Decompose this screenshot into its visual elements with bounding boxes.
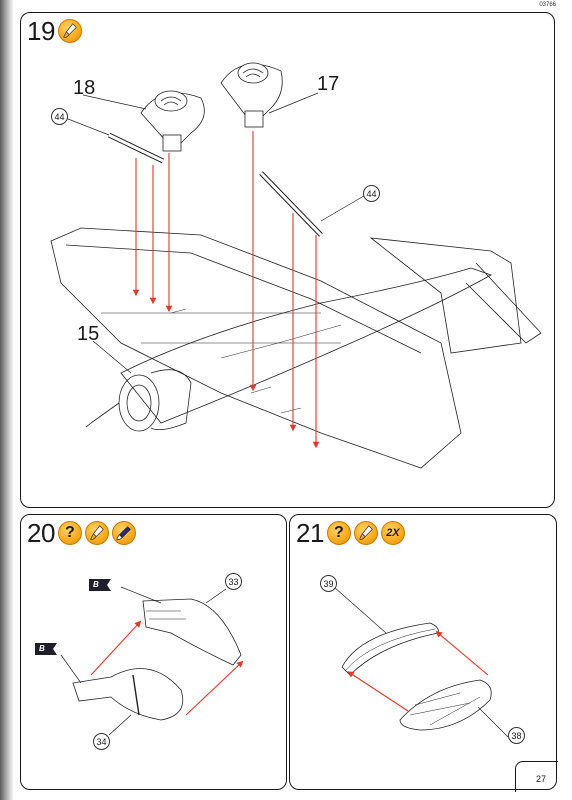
aircraft-outline (50, 227, 542, 469)
paint-brush-icon (84, 521, 109, 545)
part-callout-33: 33 (225, 573, 242, 590)
document-code: 03766 (539, 2, 556, 8)
step-21-header: 21 ? 2X (296, 518, 405, 548)
part-label-17: 17 (317, 73, 340, 95)
part-label-15: 15 (77, 323, 100, 345)
page-number: 27 (535, 774, 546, 784)
glue-brush-icon (111, 521, 136, 545)
part-callout-44-right: 44 (363, 185, 380, 202)
step-19-drawing (50, 62, 542, 469)
step-number: 19 (27, 16, 55, 46)
step-20-panel: 20 ? (20, 514, 287, 790)
step-21-drawing (333, 586, 509, 738)
part-callout-39: 39 (320, 575, 337, 592)
step-number: 21 (296, 518, 324, 548)
step-19-panel: 19 (20, 12, 555, 508)
step-19-header: 19 (27, 16, 82, 46)
page-spine-shadow (0, 0, 14, 800)
repeat-badge: 2X (380, 521, 405, 545)
question-mark-icon: ? (326, 521, 351, 545)
part-17-drawing (220, 62, 283, 128)
placement-arrows (132, 131, 320, 449)
part-34-drawing (72, 668, 184, 721)
leader-lines (62, 92, 370, 374)
paint-brush-icon (57, 19, 82, 43)
placement-arrows (90, 620, 244, 716)
part-18-drawing (140, 90, 205, 152)
step-number: 20 (27, 518, 55, 548)
part-38-drawing (399, 679, 492, 731)
step-21-panel: 21 ? 2X 39 38 (289, 514, 557, 790)
part-33-drawing (142, 598, 242, 666)
part-callout-44-left: 44 (51, 108, 68, 125)
step-20-drawing (60, 586, 244, 736)
question-mark-icon: ? (57, 521, 82, 545)
paint-flag-b: B (89, 579, 111, 591)
paint-flag-b: B (35, 643, 57, 655)
step-20-header: 20 ? (27, 518, 136, 548)
part-callout-38: 38 (508, 727, 525, 744)
part-39-drawing (341, 622, 439, 676)
part-callout-34: 34 (93, 733, 110, 750)
page-number-box (515, 761, 558, 792)
part-label-18: 18 (73, 77, 96, 99)
placement-arrows (347, 630, 489, 712)
paint-brush-icon (353, 521, 378, 545)
